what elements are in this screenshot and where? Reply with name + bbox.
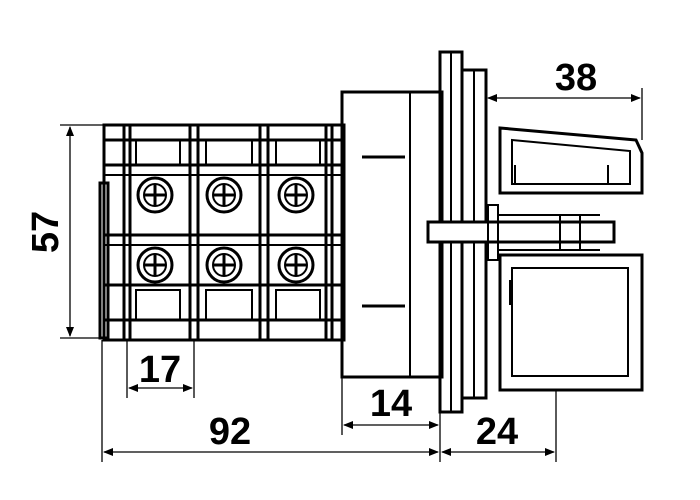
screw-icon — [205, 246, 243, 284]
dimension-handle-depth: 24 — [441, 390, 557, 462]
dimension-label-handle-width: 38 — [555, 57, 597, 99]
screw-icon — [136, 176, 174, 214]
terminal-screws — [136, 176, 315, 284]
dimension-overall: 92 — [101, 340, 441, 462]
rotary-handle — [498, 126, 644, 392]
dimension-label-body-depth: 14 — [370, 383, 412, 425]
dimension-handle-width: 38 — [487, 57, 643, 140]
screw-icon — [277, 176, 315, 214]
terminal-block — [98, 123, 346, 342]
handle-knob — [498, 126, 644, 195]
screw-icon — [205, 176, 243, 214]
dimension-label-pitch: 17 — [139, 349, 181, 391]
dimension-pitch: 17 — [126, 340, 195, 398]
dimension-label-height: 57 — [25, 211, 67, 253]
screw-icon — [277, 246, 315, 284]
dimension-label-overall: 92 — [209, 411, 251, 453]
dimension-body-depth: 14 — [341, 377, 439, 435]
dimension-label-handle-depth: 24 — [476, 411, 518, 453]
shaft — [426, 204, 616, 261]
handle-base — [498, 253, 644, 392]
block-outline — [102, 123, 346, 342]
screw-icon — [136, 246, 174, 284]
dimension-height: 57 — [25, 124, 104, 339]
